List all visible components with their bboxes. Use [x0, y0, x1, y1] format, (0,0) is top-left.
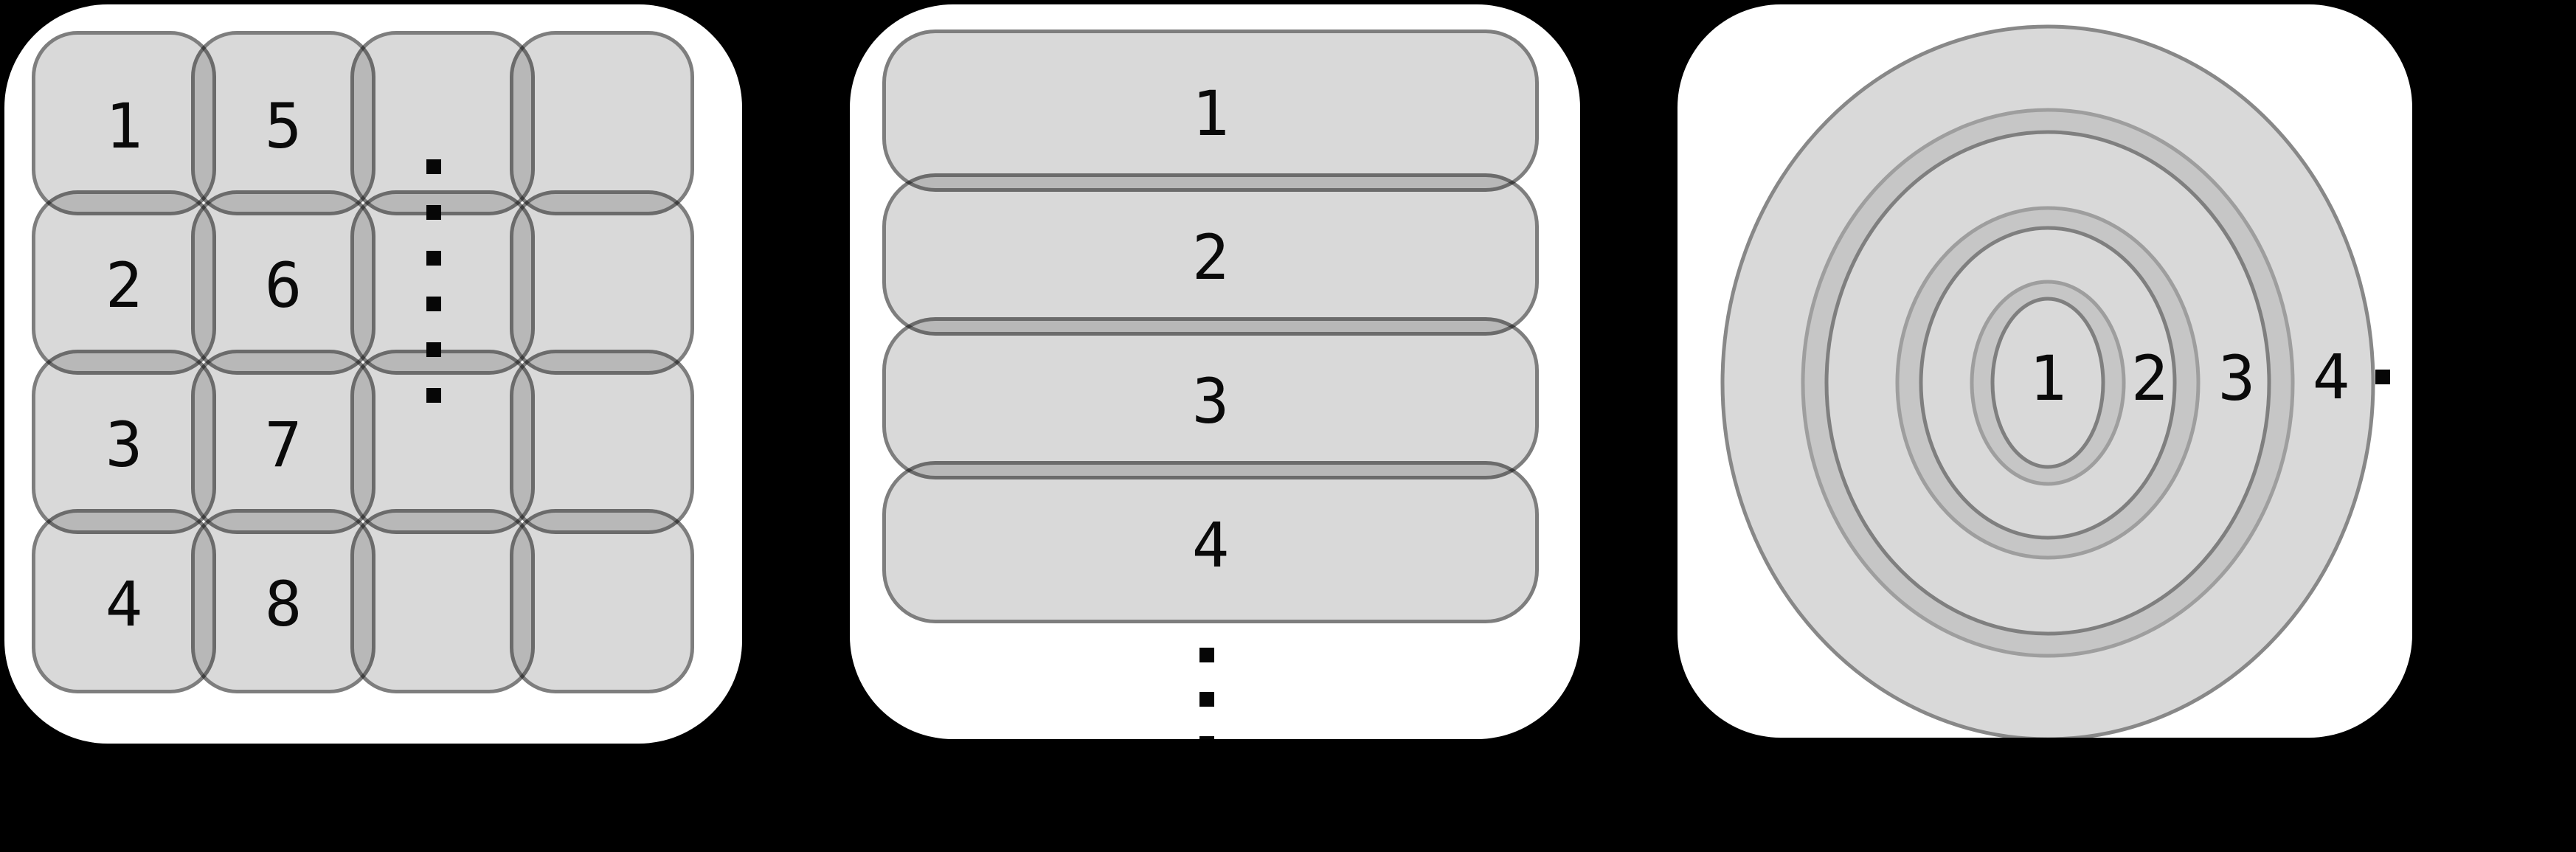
stack-bar: 4	[882, 461, 1539, 623]
grid-cell	[510, 190, 694, 375]
ellipsis-dot	[426, 342, 441, 357]
grid-cell-label: 4	[105, 568, 143, 640]
ellipsis-dot	[426, 297, 441, 311]
grid-cell	[510, 31, 694, 215]
stack-bar-label: 4	[1191, 509, 1230, 581]
stack-bar-label: 3	[1191, 365, 1230, 437]
ellipsis-dot	[426, 205, 441, 220]
grid-cell-label: 5	[264, 90, 302, 162]
grid-cell-label: 7	[264, 409, 302, 481]
concentric-rings: 1 2 3 4	[1720, 24, 2375, 738]
grid-cell: 8	[191, 509, 375, 693]
ellipsis-dot	[426, 159, 441, 174]
grid-cell: 4	[32, 509, 216, 693]
grid-cell	[350, 509, 535, 693]
grid-cell-label: 8	[264, 568, 302, 640]
ellipsis-dot	[1199, 648, 1214, 662]
ellipsis-dot	[1199, 736, 1214, 739]
stack-panel: 1 2 3 4	[850, 4, 1580, 739]
ellipsis-dot	[1199, 692, 1214, 707]
grid-cell-label: 2	[105, 249, 143, 322]
grid-cell	[510, 509, 694, 693]
grid-cell: 6	[191, 190, 375, 375]
stack-bar-label: 2	[1191, 221, 1230, 294]
ring-region-1	[1990, 297, 2105, 469]
stack-bar-label: 1	[1191, 77, 1230, 150]
grid-cell	[350, 350, 535, 534]
grid-cell	[350, 190, 535, 375]
ring-label: 1	[2029, 342, 2067, 415]
grid-cell-label: 6	[264, 249, 302, 322]
grid-cell-label: 3	[105, 409, 143, 481]
ring-label: 2	[2131, 342, 2169, 415]
stack-bar: 1	[882, 30, 1539, 192]
ring-label: 3	[2218, 342, 2256, 415]
ellipsis-dot	[426, 388, 441, 403]
grid-cell: 3	[32, 350, 216, 534]
stack-bar: 3	[882, 317, 1539, 479]
ellipsis-dot	[2375, 370, 2390, 384]
grid-cell-label: 1	[105, 90, 143, 162]
grid-cell: 7	[191, 350, 375, 534]
grid-cell: 1	[32, 31, 216, 215]
grid-cell: 2	[32, 190, 216, 375]
grid-cell: 5	[191, 31, 375, 215]
ring-label: 4	[2313, 341, 2350, 413]
ellipsis-dot	[426, 251, 441, 266]
stack-bar: 2	[882, 173, 1539, 336]
grid-cell	[350, 31, 535, 215]
rings-panel: 1 2 3 4	[1677, 4, 2412, 738]
grid-panel: 1 2 3 4 5 6 7 8	[4, 4, 742, 744]
grid-cell	[510, 350, 694, 534]
